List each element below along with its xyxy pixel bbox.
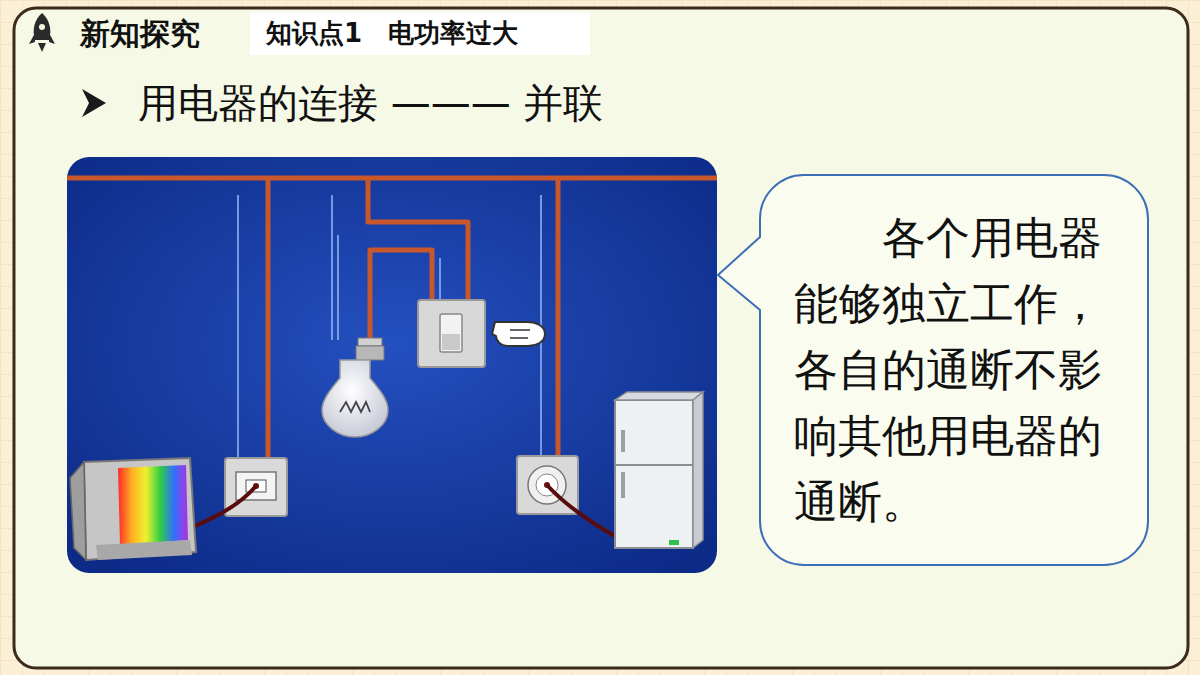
- rocket-icon-part: [49, 33, 55, 44]
- parallel-circuit-illustration-part: [70, 462, 86, 560]
- topic-tab: 知识点1 电功率过大: [252, 12, 588, 55]
- speech-bubble: 各个用电器能够独立工作，各自的通断不影响其他用电器的通断。: [760, 175, 1148, 565]
- parallel-circuit-illustration-part: [615, 392, 703, 400]
- parallel-circuit-illustration-part: [621, 472, 625, 498]
- parallel-circuit-illustration-part: [356, 346, 384, 360]
- topic-tab-text: 知识点1 电功率过大: [266, 12, 574, 55]
- parallel-circuit-illustration-part: [96, 540, 192, 560]
- parallel-circuit-illustration: [67, 157, 717, 573]
- parallel-circuit-illustration-part-part: [331, 195, 333, 340]
- speech-bubble-border: [718, 175, 1148, 565]
- rocket-icon-part: [29, 33, 35, 44]
- parallel-circuit-illustration-part: [84, 458, 196, 560]
- parallel-circuit-illustration-part: [621, 430, 625, 452]
- parallel-circuit-illustration-part-part: [556, 178, 561, 457]
- rocket-icon-part: [39, 24, 45, 30]
- parallel-circuit-illustration-part-part: [439, 258, 441, 300]
- parallel-circuit-illustration-part: [440, 314, 462, 352]
- section-heading: 新知探究: [80, 14, 200, 54]
- parallel-circuit-illustration-part-part: [337, 235, 339, 340]
- parallel-circuit-illustration-part: [418, 300, 485, 367]
- parallel-circuit-illustration-part: [322, 360, 388, 437]
- parallel-circuit-illustration-part-part: [67, 176, 717, 181]
- parallel-circuit-illustration-part: [615, 400, 693, 548]
- rocket-icon: [29, 13, 55, 52]
- parallel-circuit-illustration-part: [492, 322, 545, 346]
- speech-bubble-text: 各个用电器能够独立工作，各自的通断不影响其他用电器的通断。: [794, 205, 1114, 535]
- parallel-circuit-illustration-part: [340, 402, 370, 412]
- bullet-arrow: [82, 89, 106, 117]
- parallel-circuit-illustration-part-part: [368, 178, 468, 302]
- parallel-circuit-illustration-part: [615, 464, 693, 466]
- parallel-circuit-illustration-part: [669, 540, 679, 545]
- parallel-circuit-illustration-part: [693, 392, 703, 548]
- rocket-icon-part: [38, 43, 46, 52]
- parallel-circuit-illustration-part-part: [237, 195, 239, 460]
- topic-tab-ground: [250, 12, 590, 55]
- parallel-circuit-illustration-part: [118, 465, 188, 545]
- parallel-circuit-illustration-part: [358, 338, 382, 346]
- slide-title: 用电器的连接 ——— 并联: [138, 78, 603, 128]
- parallel-circuit-illustration-part: [67, 157, 717, 573]
- rocket-icon-part: [34, 13, 51, 40]
- parallel-circuit-illustration-part: [442, 334, 460, 350]
- parallel-circuit-illustration-part: [510, 330, 530, 338]
- parallel-circuit-illustration-part: [190, 486, 256, 528]
- parallel-circuit-illustration-part: [547, 485, 618, 538]
- content-panel: [14, 8, 1188, 668]
- parallel-circuit-illustration-part-part: [266, 178, 271, 460]
